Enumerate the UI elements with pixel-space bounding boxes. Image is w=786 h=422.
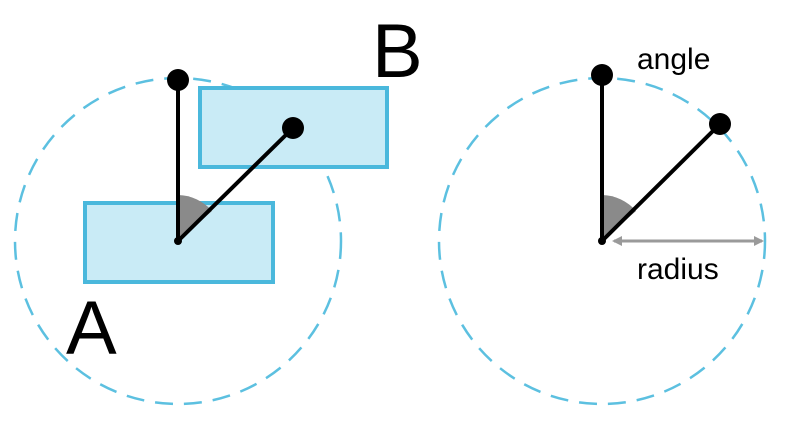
left-center-point <box>174 237 182 245</box>
right-rotated-point <box>709 113 731 135</box>
label-radius: radius <box>637 253 719 286</box>
left-panel: A B <box>13 9 423 406</box>
right-diagonal-line <box>600 122 722 243</box>
label-angle: angle <box>637 43 710 76</box>
right-center-point <box>598 237 606 245</box>
left-top-point <box>167 69 189 91</box>
left-diagonal-line <box>176 126 295 243</box>
left-angle-wedge <box>178 195 212 241</box>
label-b: B <box>372 9 423 94</box>
right-panel: angle radius <box>437 43 767 406</box>
label-a: A <box>66 286 117 371</box>
right-top-point <box>591 64 613 86</box>
left-rotated-point <box>282 117 304 139</box>
right-angle-wedge <box>602 195 636 241</box>
